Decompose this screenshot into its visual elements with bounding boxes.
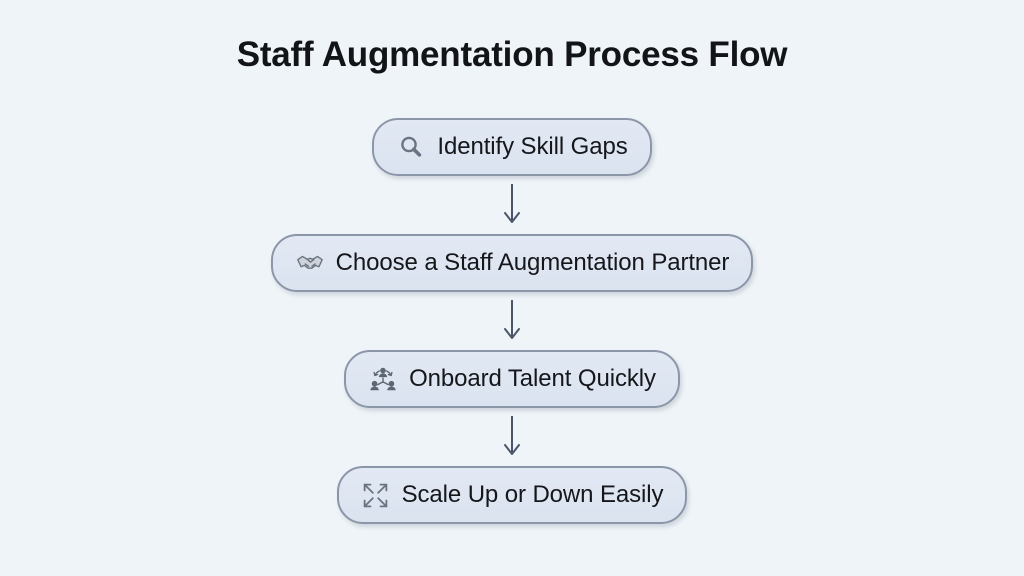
flow-node-onboard-talent[interactable]: Onboard Talent Quickly (344, 350, 680, 408)
expand-arrows-icon (361, 480, 391, 510)
page-title: Staff Augmentation Process Flow (236, 35, 788, 74)
flow-node-choose-partner[interactable]: Choose a Staff Augmentation Partner (270, 234, 754, 292)
flow-connector-arrow-2 (492, 292, 532, 350)
flow-connector-arrow-1 (492, 176, 532, 234)
flow-node-label: Identify Skill Gaps (437, 133, 628, 160)
handshake-icon (295, 248, 325, 278)
flow-node-identify-skill-gaps[interactable]: Identify Skill Gaps (372, 118, 652, 176)
process-flow: Identify Skill Gaps Choose a Staff Augme… (0, 118, 1024, 524)
flow-node-label: Onboard Talent Quickly (409, 365, 656, 392)
magnifying-glass-icon (396, 132, 426, 162)
flow-node-scale-up-down[interactable]: Scale Up or Down Easily (336, 466, 688, 524)
flow-connector-arrow-3 (492, 408, 532, 466)
flow-node-label: Scale Up or Down Easily (401, 481, 664, 508)
team-network-icon (368, 364, 398, 394)
flow-node-label: Choose a Staff Augmentation Partner (335, 249, 730, 276)
